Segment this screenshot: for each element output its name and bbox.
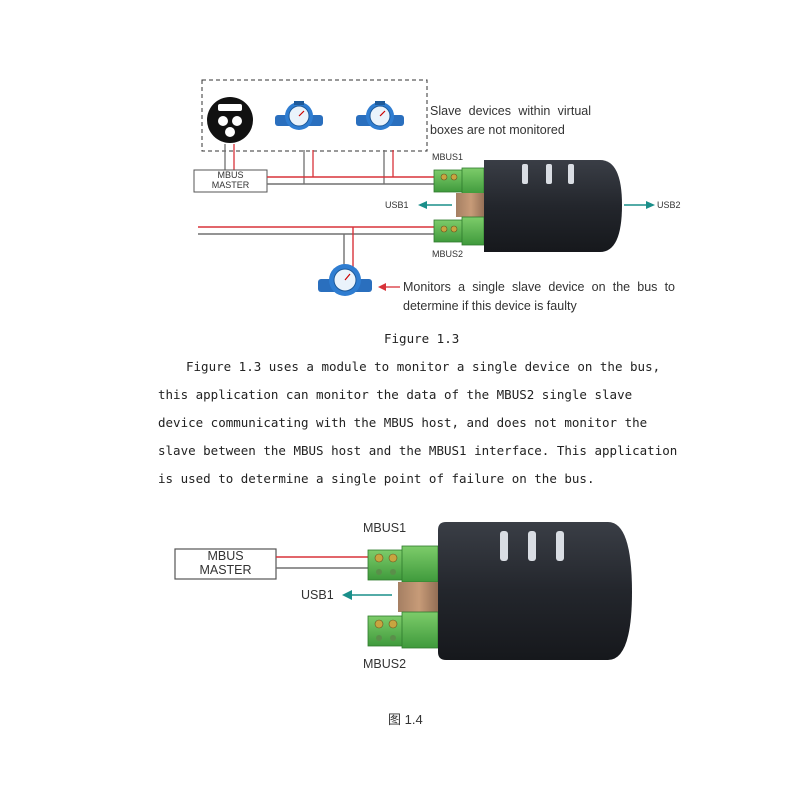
paragraph-line-3: device communicating with the MBUS host,… [158,415,648,430]
fig14-usb1-label: USB1 [301,588,334,602]
water-meter-icon [275,101,323,130]
mbus-master-box-fig14 [174,548,277,580]
fig14-mbus-master-line1: MBUS [207,549,244,563]
gas-meter-icon [207,97,253,143]
mbus2-connector [433,216,485,246]
usb1-arrow [418,201,452,209]
mbus-master-line2: MASTER [211,179,250,190]
monitored-pointer-arrow [378,283,400,291]
mbus1-connector [433,167,485,195]
fig14-mbus2-connector [367,611,439,649]
fig14-monitor-device [438,522,632,660]
virtual-box [201,79,428,152]
mbus-master-label: MBUS MASTER [194,170,267,191]
usb1-label: USB1 [385,200,409,210]
usb2-label: USB2 [657,200,681,210]
paragraph-line-1: Figure 1.3 uses a module to monitor a si… [186,359,661,374]
fig14-mbus-master-label: MBUS MASTER [175,549,276,578]
monitored-water-meter-icon [318,264,372,296]
monitored-note-line2: determine if this device is faulty [403,299,577,313]
monitor-device [484,160,622,252]
mbus-master-line1: MBUS [217,170,244,180]
water-meter-icon [356,101,404,130]
fig14-mbus-master-line2: MASTER [199,562,252,577]
fig14-copper-shield [398,582,440,612]
paragraph-line-2: this application can monitor the data of… [158,387,633,402]
mbus2-bus-lines [198,226,436,268]
usb2-arrow [624,201,655,209]
virtual-box-note-line1: Slave devices within virtual [430,104,591,118]
figure-1-3-caption: Figure 1.3 [384,331,460,346]
fig14-bus-lines [276,556,372,569]
mbus1-label: MBUS1 [432,152,464,162]
paragraph-line-5: is used to determine a single point of f… [158,471,595,486]
fig14-mbus1-connector [367,545,439,583]
figure-1-4-caption: 图 1.4 [388,712,423,727]
paragraph-line-4: slave between the MBUS host and the MBUS… [158,443,678,458]
mbus-master-box [193,169,268,193]
monitored-note-line1: Monitors a single slave device on the bu… [403,280,675,294]
fig14-usb1-arrow [342,590,392,600]
mbus2-label: MBUS2 [432,249,464,259]
fig14-mbus2-label: MBUS2 [363,657,407,671]
virtual-box-note-line2: boxes are not monitored [430,123,565,137]
fig14-mbus1-label: MBUS1 [363,521,407,535]
copper-shield [456,193,486,217]
mbus1-bus-lines [267,176,436,185]
bus-drop-wires [224,144,394,184]
